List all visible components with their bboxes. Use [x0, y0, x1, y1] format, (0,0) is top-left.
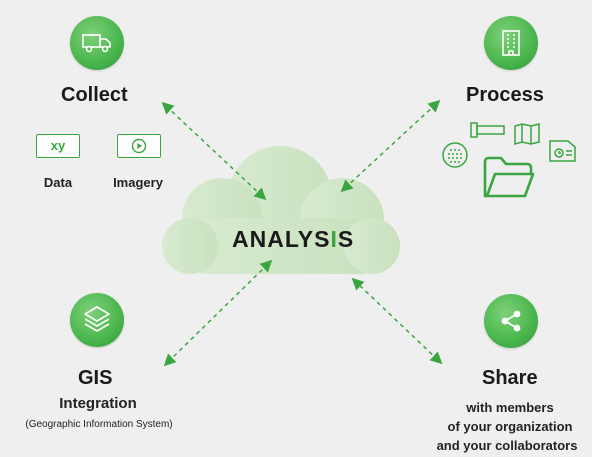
- play-icon: [131, 138, 147, 154]
- data-label: Data: [43, 175, 73, 190]
- truck-icon: [82, 34, 111, 53]
- map-icon: [514, 123, 540, 145]
- share-title: Share: [482, 367, 538, 389]
- xy-icon: xy: [50, 138, 66, 153]
- imagery-label: Imagery: [113, 175, 163, 190]
- arrow-gis: [163, 259, 273, 367]
- analysis-label: ANALYSIS: [232, 226, 354, 253]
- collect-title: Collect: [61, 84, 128, 106]
- analysis-text-i: I: [330, 226, 338, 252]
- share-icon: [501, 310, 521, 332]
- gis-subtitle: Integration: [59, 395, 137, 412]
- share-line-2: of your organization: [447, 419, 573, 434]
- pipe-icon: [470, 122, 505, 138]
- arrow-share: [351, 277, 443, 365]
- building-icon: [502, 30, 520, 56]
- gis-title: GIS: [78, 367, 113, 389]
- data-chip: xy: [36, 134, 80, 158]
- layers-icon: [84, 306, 110, 332]
- analysis-text-b: S: [337, 226, 355, 252]
- analysis-text-a: ANALYS: [232, 226, 331, 252]
- share-line-1: with members: [466, 400, 554, 415]
- collect-circle: [70, 16, 124, 70]
- gis-circle: [70, 293, 124, 347]
- arrow-process: [340, 99, 441, 193]
- document-camera-icon: [549, 140, 576, 162]
- process-circle: [484, 16, 538, 70]
- share-circle: [484, 294, 538, 348]
- folder-icon: [483, 156, 535, 198]
- arrow-collect: [161, 101, 267, 201]
- gis-note: (Geographic Information System): [25, 419, 173, 430]
- dots-circle-icon: [442, 142, 468, 168]
- imagery-chip: [117, 134, 161, 158]
- share-line-3: and your collaborators: [436, 438, 578, 453]
- process-title: Process: [466, 84, 544, 106]
